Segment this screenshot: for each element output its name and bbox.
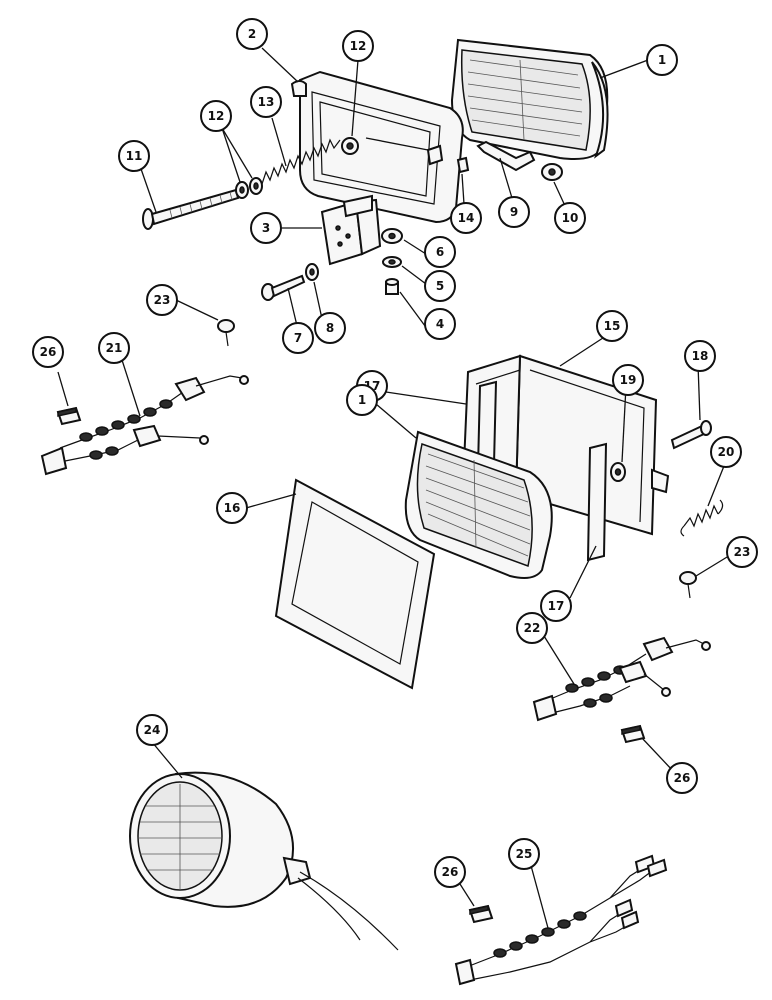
svg-text:22: 22: [524, 621, 541, 635]
svg-text:6: 6: [436, 245, 444, 259]
svg-text:19: 19: [620, 373, 637, 387]
svg-text:12: 12: [350, 39, 367, 53]
svg-text:23: 23: [734, 545, 751, 559]
svg-text:26: 26: [674, 771, 691, 785]
bolt-11: [142, 188, 240, 230]
svg-text:18: 18: [692, 349, 709, 363]
svg-text:11: 11: [126, 149, 143, 163]
lamp-housing: [290, 70, 464, 224]
lamp-top: [450, 38, 609, 160]
svg-text:17: 17: [548, 599, 565, 613]
svg-text:5: 5: [436, 279, 444, 293]
svg-text:3: 3: [262, 221, 270, 235]
screw-18: [670, 420, 712, 450]
callout-23b: 23: [726, 536, 758, 568]
svg-text:26: 26: [442, 865, 459, 879]
svg-text:23: 23: [154, 293, 171, 307]
callout-10: 10: [554, 202, 586, 234]
plug-26-b: [620, 724, 646, 744]
nut-19: [610, 462, 626, 482]
callout-2: 2: [236, 18, 268, 50]
callout-21: 21: [98, 332, 130, 364]
leader-lines: [57, 47, 733, 929]
bolt-7: [261, 274, 306, 301]
callout-1a: 1: [646, 44, 678, 76]
svg-text:20: 20: [718, 445, 735, 459]
svg-text:24: 24: [144, 723, 161, 737]
svg-text:16: 16: [224, 501, 241, 515]
harness-25: [454, 854, 668, 986]
callout-4: 4: [424, 308, 456, 340]
callout-1b: 1: [346, 384, 378, 416]
svg-text:15: 15: [604, 319, 621, 333]
callout-3: 3: [250, 212, 282, 244]
svg-text:26: 26: [40, 345, 57, 359]
callout-22: 22: [516, 612, 548, 644]
callout-14: 14: [450, 202, 482, 234]
washer-8: [305, 263, 319, 281]
svg-text:9: 9: [510, 205, 518, 219]
callout-23a: 23: [146, 284, 178, 316]
callout-26a: 26: [32, 336, 64, 368]
screw-23-top: [217, 319, 235, 347]
svg-text:8: 8: [326, 321, 334, 335]
callout-7: 7: [282, 322, 314, 354]
nut-6: [381, 228, 403, 244]
nut-10: [541, 163, 563, 181]
callout-18: 18: [684, 340, 716, 372]
harness-22: [532, 636, 711, 722]
callout-5: 5: [424, 270, 456, 302]
callout-11: 11: [118, 140, 150, 172]
callout-12b: 12: [200, 100, 232, 132]
screw-4: [385, 278, 399, 295]
callout-9: 9: [498, 196, 530, 228]
svg-text:7: 7: [294, 331, 302, 345]
plug-26-c: [468, 904, 494, 924]
spring-20: [680, 499, 724, 537]
svg-text:21: 21: [106, 341, 123, 355]
svg-text:1: 1: [358, 393, 366, 407]
svg-text:12: 12: [208, 109, 225, 123]
washer-5: [382, 256, 402, 268]
bezel-16: [274, 478, 436, 690]
round-lamp-24: [129, 771, 399, 951]
callout-13: 13: [250, 86, 282, 118]
harness-21: [40, 375, 249, 476]
callout-26c: 26: [434, 856, 466, 888]
callout-25: 25: [508, 838, 540, 870]
clip-14: [456, 156, 470, 174]
bracket-3: [320, 194, 382, 266]
strip-17-right: [586, 442, 608, 562]
callout-24: 24: [136, 714, 168, 746]
callout-17b: 17: [540, 590, 572, 622]
spring-13: [261, 138, 341, 185]
washers-12: [235, 177, 263, 199]
callout-26b: 26: [666, 762, 698, 794]
callout-19: 19: [612, 364, 644, 396]
svg-text:1: 1: [658, 53, 666, 67]
callout-8: 8: [314, 312, 346, 344]
svg-text:25: 25: [516, 847, 533, 861]
callout-16: 16: [216, 492, 248, 524]
svg-text:4: 4: [436, 317, 444, 331]
callout-6: 6: [424, 236, 456, 268]
plug-26-a: [56, 406, 82, 426]
bracket-9: [476, 140, 536, 172]
svg-text:2: 2: [248, 27, 256, 41]
lamp-middle: [404, 430, 553, 579]
svg-text:14: 14: [458, 211, 475, 225]
callout-20: 20: [710, 436, 742, 468]
svg-text:13: 13: [258, 95, 275, 109]
callout-15: 15: [596, 310, 628, 342]
callout-12a: 12: [342, 30, 374, 62]
screw-23-right: [679, 571, 697, 599]
svg-text:10: 10: [562, 211, 579, 225]
